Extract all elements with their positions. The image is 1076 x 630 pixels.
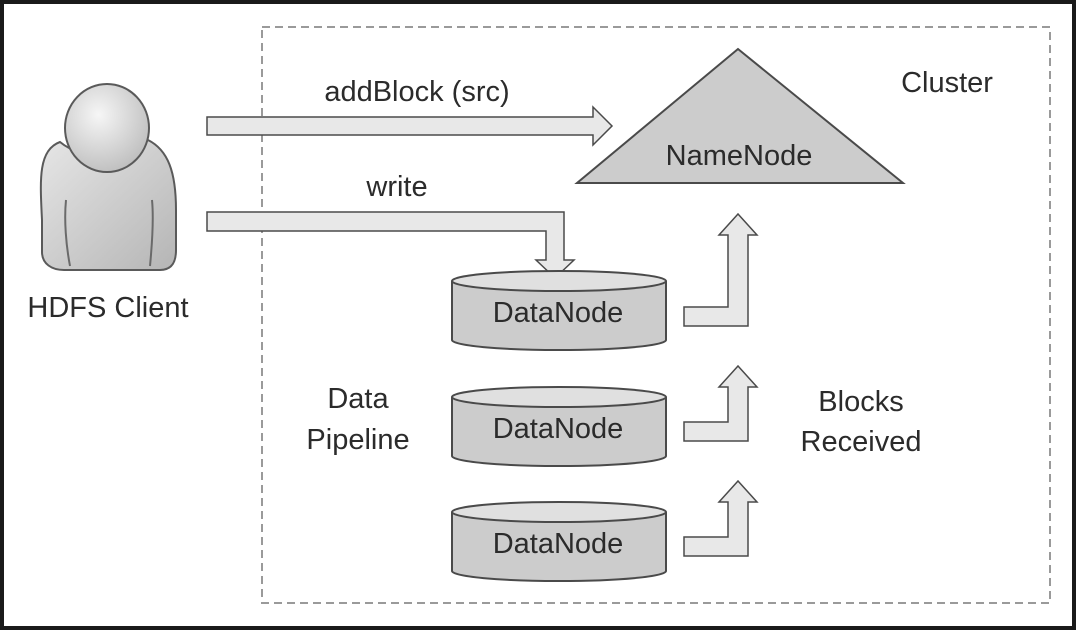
write-label: write bbox=[365, 171, 427, 203]
datanode-3 bbox=[451, 501, 667, 582]
cluster-label: Cluster bbox=[901, 67, 993, 99]
blocks-received-label-line2: Received bbox=[801, 426, 922, 458]
add-block-label: addBlock (src) bbox=[324, 76, 509, 108]
blocks-received-arrow-1 bbox=[683, 212, 759, 327]
pipeline-label-line2: Pipeline bbox=[306, 424, 409, 456]
add-block-arrow bbox=[206, 105, 614, 147]
blocks-received-arrow-3 bbox=[683, 479, 759, 557]
datanode-1-label: DataNode bbox=[493, 297, 624, 329]
datanode-1 bbox=[451, 270, 667, 351]
blocks-received-label-line1: Blocks bbox=[818, 386, 903, 418]
datanode-3-label: DataNode bbox=[493, 528, 624, 560]
datanode-2 bbox=[451, 386, 667, 467]
namenode-label: NameNode bbox=[666, 140, 813, 172]
user-icon bbox=[39, 83, 177, 271]
write-arrow bbox=[206, 211, 576, 280]
namenode-shape bbox=[574, 47, 906, 184]
datanode-2-label: DataNode bbox=[493, 413, 624, 445]
blocks-received-arrow-2 bbox=[683, 364, 759, 442]
cluster-boundary bbox=[261, 26, 1051, 604]
client-label: HDFS Client bbox=[27, 292, 188, 324]
pipeline-label-line1: Data bbox=[327, 383, 389, 415]
